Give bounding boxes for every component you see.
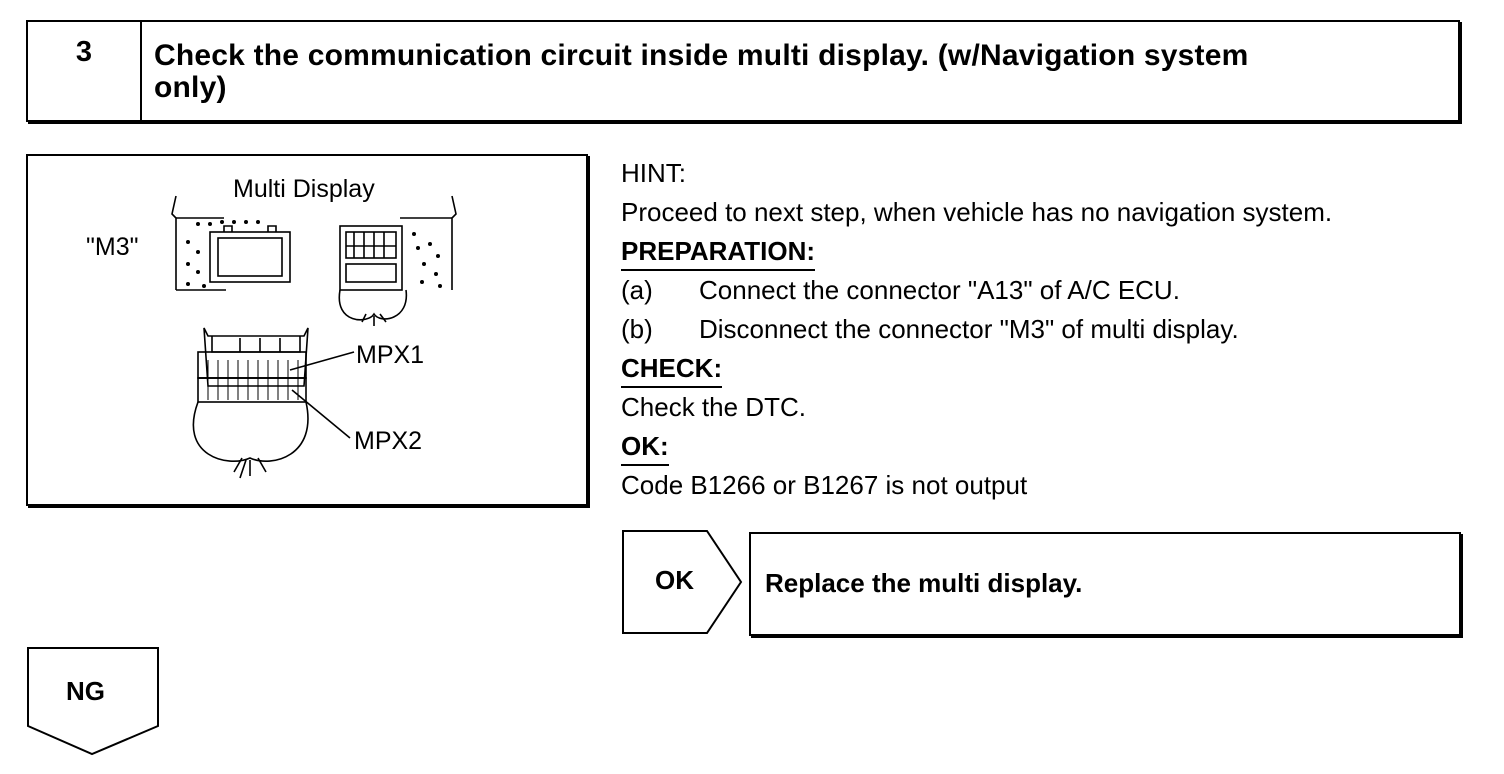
ng-arrow-shape bbox=[27, 647, 159, 756]
hint-heading: HINT: bbox=[621, 158, 686, 188]
preparation-item: (a) Connect the connector "A13" of A/C EC… bbox=[621, 271, 1481, 310]
check-heading: CHECK: bbox=[621, 350, 723, 388]
preparation-heading: PREPARATION: bbox=[621, 233, 816, 271]
procedure-text: HINT: Proceed to next step, when vehicle… bbox=[621, 154, 1481, 505]
ng-flow-label: NG bbox=[66, 676, 105, 706]
item-text: Disconnect the connector "M3" of multi d… bbox=[699, 314, 1239, 344]
ok-flow-tag: OK bbox=[621, 529, 745, 634]
figure-title: Multi Display bbox=[233, 175, 375, 203]
step-title: Check the communication circuit inside m… bbox=[142, 22, 1458, 120]
hint-text: Proceed to next step, when vehicle has n… bbox=[621, 197, 1333, 227]
check-text: Check the DTC. bbox=[621, 392, 806, 422]
step-title-line-1: Check the communication circuit inside m… bbox=[154, 39, 1249, 72]
connector-label-m3: "M3" bbox=[86, 233, 139, 261]
ok-arrow-shape bbox=[622, 530, 743, 634]
preparation-item: (b) Disconnect the connector "M3" of mult… bbox=[621, 310, 1481, 349]
ng-flow-tag: NG bbox=[26, 646, 162, 758]
pin-label-mpx1: MPX1 bbox=[356, 341, 425, 369]
connector-drawing bbox=[171, 195, 457, 479]
ok-criteria-text: Code B1266 or B1267 is not output bbox=[621, 470, 1028, 500]
connector-illustration: Multi Display "M3" MPX1 MPX2 bbox=[26, 154, 588, 506]
item-text: Connect the connector "A13" of A/C ECU. bbox=[699, 275, 1180, 305]
item-marker: (a) bbox=[621, 275, 653, 305]
ok-result-box: Replace the multi display. bbox=[749, 532, 1461, 636]
ok-flow-label: OK bbox=[655, 565, 694, 595]
ok-heading: OK: bbox=[621, 428, 669, 466]
step-header: 3 Check the communication circuit inside… bbox=[26, 20, 1460, 122]
step-number: 3 bbox=[28, 22, 142, 120]
pin-label-mpx2: MPX2 bbox=[354, 427, 423, 455]
step-title-line-2: only) bbox=[154, 71, 227, 104]
item-marker: (b) bbox=[621, 314, 653, 344]
